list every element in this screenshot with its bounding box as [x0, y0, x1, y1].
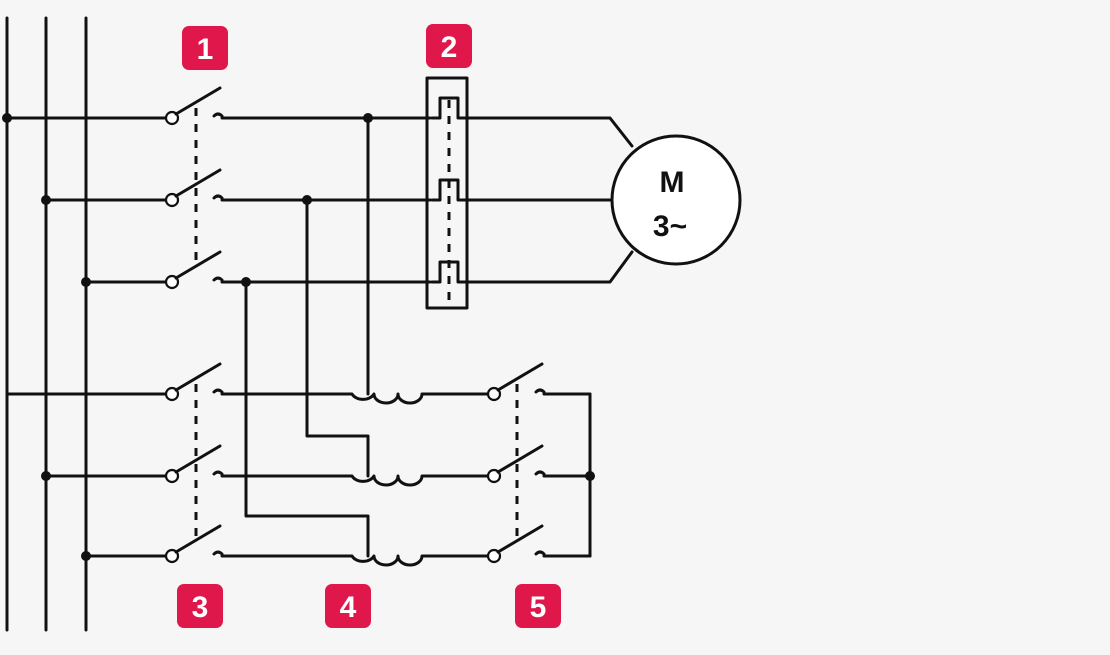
main-contact-3: [164, 250, 224, 290]
motor-label-m: M: [660, 166, 685, 199]
overload-element-1: [430, 96, 466, 120]
main-contact-2: [164, 168, 224, 208]
badge-1-label: 1: [197, 33, 214, 66]
star-contactor: [486, 362, 592, 564]
motor-label-phase: 3~: [653, 210, 687, 243]
motor: M 3~: [610, 134, 742, 266]
badge-2: 2: [426, 24, 472, 68]
badge-3: 3: [177, 584, 223, 628]
overload-relay: [425, 76, 469, 310]
star-contact-3: [486, 524, 546, 564]
main-contactor: [5, 86, 224, 290]
star-contact-1: [486, 362, 546, 402]
winding-3: [348, 554, 432, 567]
badge-3-label: 3: [192, 591, 209, 624]
badge-5: 5: [515, 584, 561, 628]
supply-busbars: [5, 16, 88, 632]
badge-5-label: 5: [530, 591, 547, 624]
badge-2-label: 2: [441, 31, 458, 64]
star-contact-2: [486, 444, 546, 484]
line-contact-1: [164, 362, 224, 402]
badge-4-label: 4: [340, 591, 357, 624]
line-contact-3: [164, 524, 224, 564]
main-contact-1: [164, 86, 224, 126]
line-contactor: [5, 362, 224, 564]
motor-windings: [348, 392, 432, 567]
badge-1: 1: [182, 26, 228, 70]
badge-4: 4: [325, 584, 371, 628]
line-contact-2: [164, 444, 224, 484]
junction-dots: [2, 113, 595, 561]
winding-2: [348, 474, 432, 487]
motor-circle: [610, 134, 742, 266]
winding-1: [348, 392, 432, 405]
